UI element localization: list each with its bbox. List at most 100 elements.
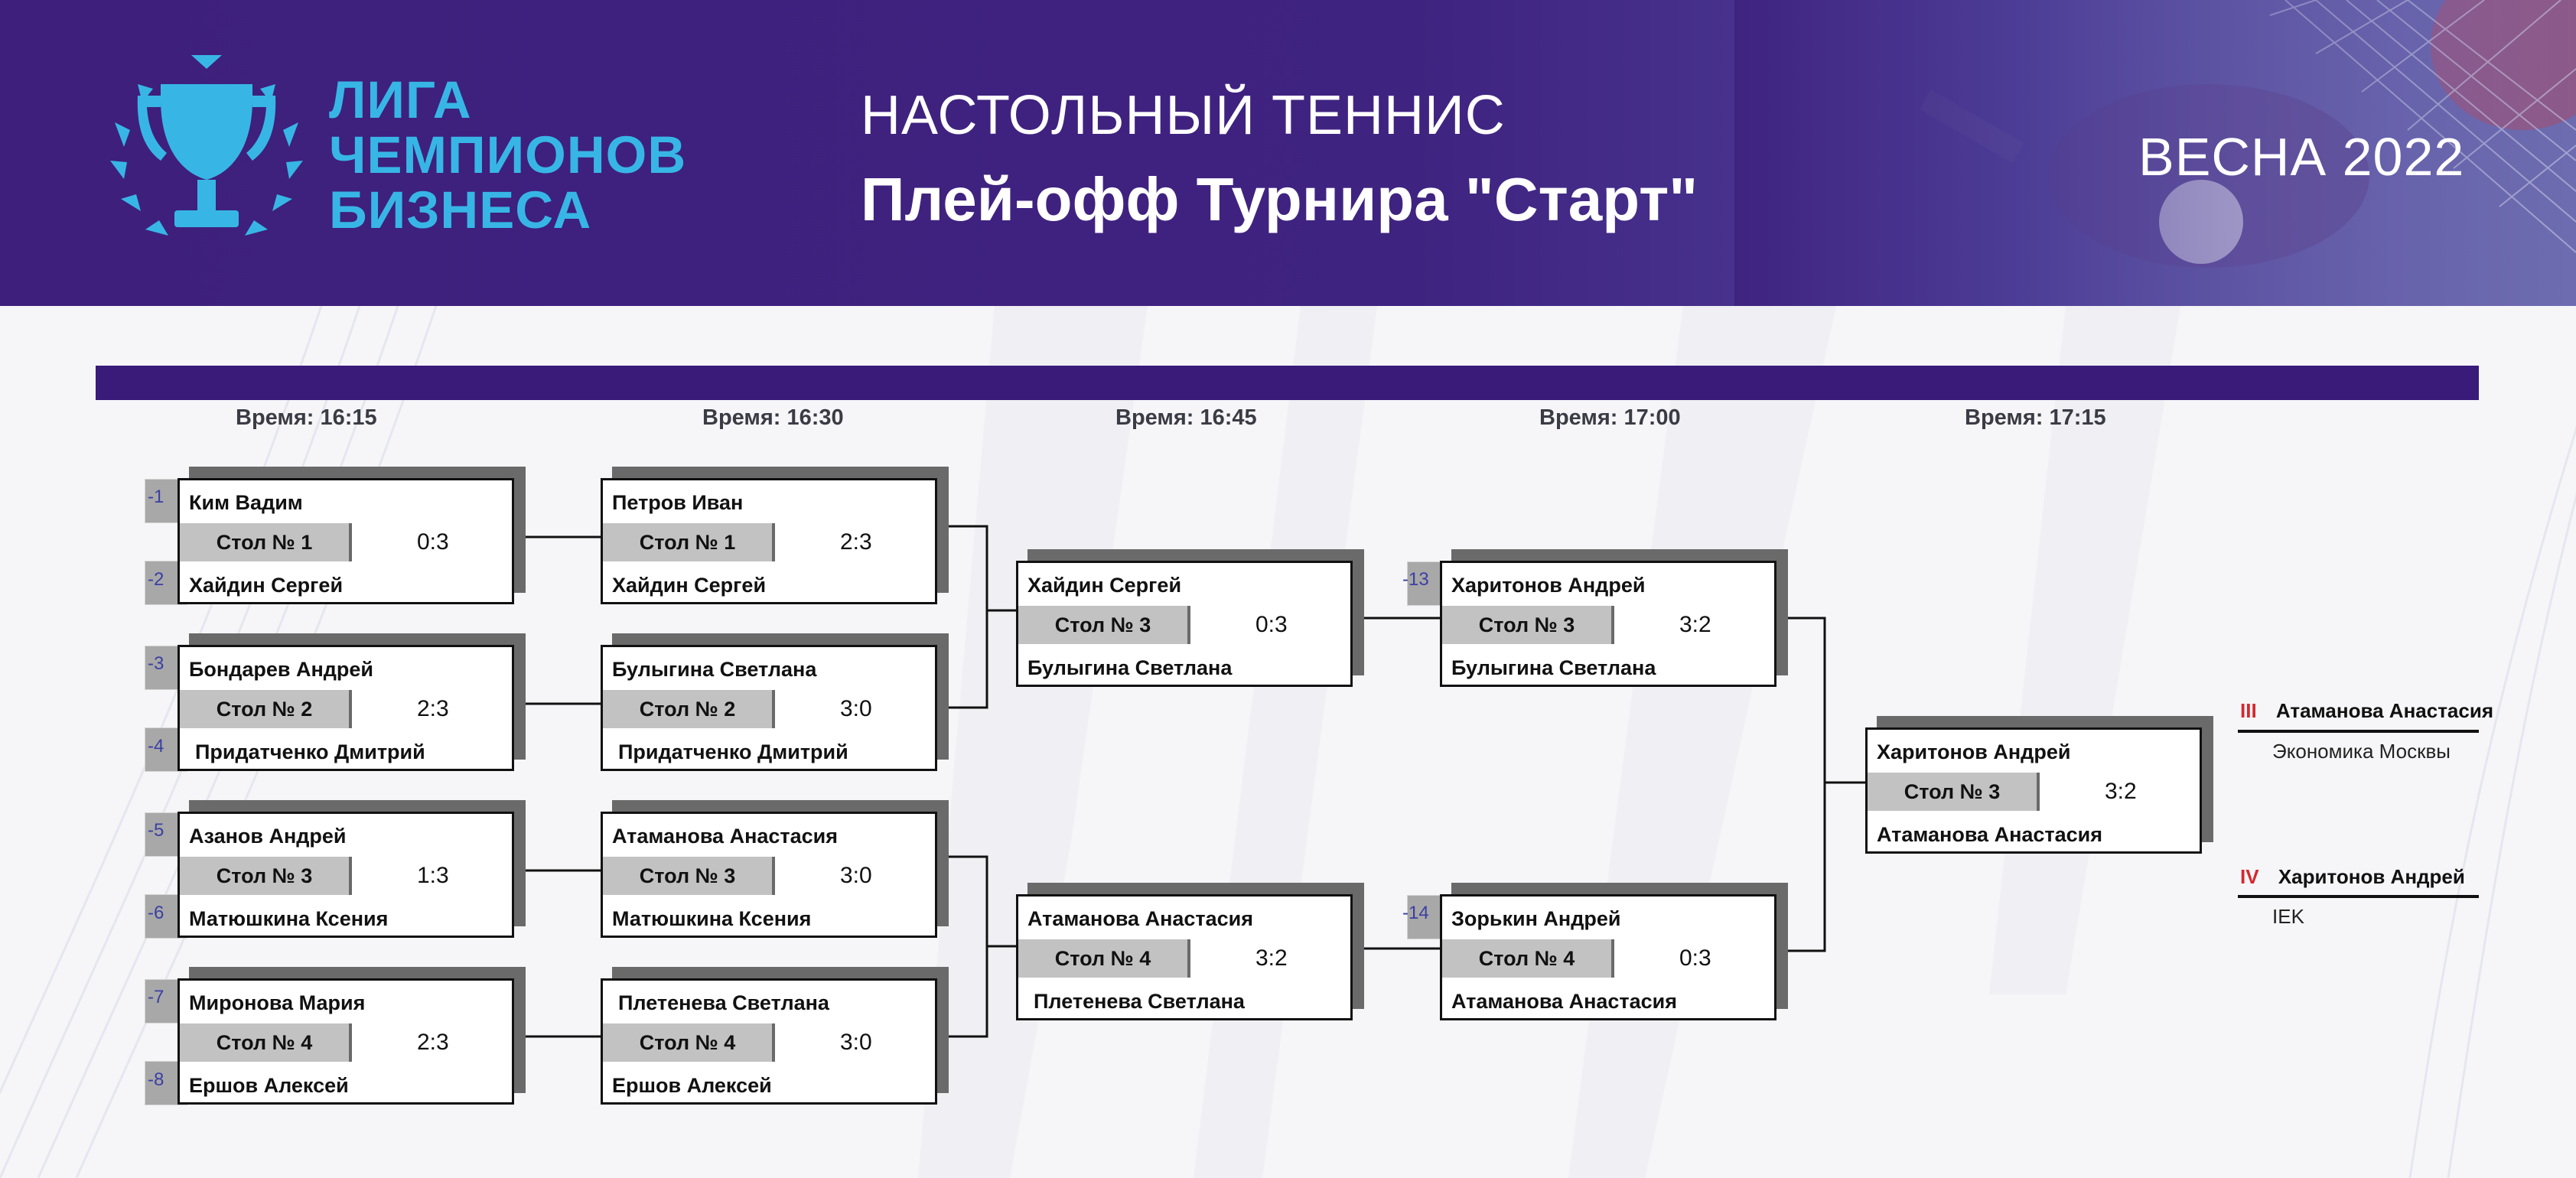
player-1-name: Харитонов Андрей: [1877, 740, 2071, 763]
place-3-name: Атаманова Анастасия: [2275, 699, 2494, 722]
match-score: 3:0: [840, 863, 872, 888]
table-label: Стол № 4: [1018, 939, 1190, 978]
player-1-name: Петров Иван: [612, 491, 744, 514]
match-r5-1: Харитонов Андрей Стол № 3 3:2 Атаманова …: [1865, 716, 2213, 854]
match-score: 2:3: [417, 696, 449, 721]
player-2-name: Хайдин Сергей: [612, 574, 767, 597]
table-label: Стол № 3: [603, 857, 775, 895]
player-1-name: Бондарев Андрей: [189, 658, 374, 681]
player-1-name: Булыгина Светлана: [612, 658, 817, 681]
player-2-name: Хайдин Сергей: [189, 574, 344, 597]
seed-number: -13: [1402, 569, 1429, 590]
tournament-title: Плей-офф Турнира "Старт": [861, 165, 1698, 233]
table-tennis-photo: [1734, 0, 2576, 306]
table-label: Стол № 4: [180, 1023, 352, 1062]
match-score: 3:2: [2105, 779, 2137, 804]
player-1-name: Азанов Андрей: [189, 825, 347, 848]
table-label: Стол № 3: [1868, 773, 2040, 811]
seed-number: -5: [148, 820, 164, 841]
match-score: 0:3: [1679, 945, 1711, 971]
match-score: 3:0: [840, 696, 872, 721]
match-r4-1: -13 Харитонов Андрей Стол № 3 3:2 Булыги…: [1402, 549, 1788, 687]
match-box: Плетенева Светлана Стол № 4 3:0 Ершов Ал…: [601, 978, 937, 1105]
seed-number: -4: [148, 736, 164, 757]
round-3-time: Время: 16:45: [1115, 405, 1257, 430]
seed-number: -14: [1402, 903, 1429, 923]
place-4-org: IEK: [2272, 905, 2304, 928]
match-box: Атаманова Анастасия Стол № 4 3:2 Плетене…: [1016, 894, 1353, 1020]
match-score: 3:0: [840, 1030, 872, 1055]
table-label: Стол № 1: [180, 523, 352, 561]
match-box: -13 Харитонов Андрей Стол № 3 3:2 Булыги…: [1402, 561, 1776, 687]
match-score: 0:3: [417, 529, 449, 555]
player-1-name: Миронова Мария: [189, 991, 366, 1014]
match-box: Хайдин Сергей Стол № 3 0:3 Булыгина Свет…: [1016, 561, 1353, 687]
trophy-logo-icon: [110, 55, 303, 236]
table-label: Стол № 3: [1442, 606, 1614, 644]
place-3-org: Экономика Москвы: [2272, 740, 2451, 763]
place-4-name: Харитонов Андрей: [2278, 865, 2465, 888]
place-4-entry: IV Харитонов Андрей: [2240, 865, 2496, 889]
match-box: -14 Зорькин Андрей Стол № 4 0:3 Атаманов…: [1402, 894, 1776, 1020]
match-r1-2: -3 -4 Бондарев Андрей Стол № 2 2:3 Прида…: [145, 633, 526, 772]
place-4-rank: IV: [2240, 865, 2259, 888]
table-label: Стол № 1: [603, 523, 775, 561]
match-r1-3: -5 -6 Азанов Андрей Стол № 3 1:3 Матюшки…: [145, 800, 526, 939]
player-1-name: Харитонов Андрей: [1451, 574, 1646, 597]
player-2-name: Придатченко Дмитрий: [618, 740, 848, 763]
match-score: 0:3: [1255, 612, 1288, 637]
match-score: 3:2: [1679, 612, 1711, 637]
match-r2-4: Плетенева Светлана Стол № 4 3:0 Ершов Ал…: [601, 967, 949, 1105]
player-2-name: Ершов Алексей: [612, 1074, 772, 1097]
place-3-entry: III Атаманова Анастасия: [2240, 699, 2494, 723]
round-4-time: Время: 17:00: [1539, 405, 1681, 430]
match-score: 3:2: [1255, 945, 1288, 971]
match-r3-1: Хайдин Сергей Стол № 3 0:3 Булыгина Свет…: [1016, 549, 1364, 687]
match-box: Булыгина Светлана Стол № 2 3:0 Придатчен…: [601, 645, 937, 771]
match-box: -5 -6 Азанов Андрей Стол № 3 1:3 Матюшки…: [148, 812, 514, 938]
match-box: Петров Иван Стол № 1 2:3 Хайдин Сергей: [601, 478, 937, 604]
player-1-name: Плетенева Светлана: [618, 991, 829, 1014]
match-box: -1 -2 Ким Вадим Стол № 1 0:3 Хайдин Серг…: [148, 478, 514, 604]
player-1-name: Атаманова Анастасия: [1027, 907, 1254, 930]
header-stripe: [96, 366, 2479, 400]
match-score: 2:3: [840, 529, 872, 555]
seed-number: -2: [148, 569, 164, 590]
match-r3-2: Атаманова Анастасия Стол № 4 3:2 Плетене…: [1016, 883, 1364, 1020]
player-1-name: Ким Вадим: [189, 491, 303, 514]
match-box: Харитонов Андрей Стол № 3 3:2 Атаманова …: [1865, 727, 2202, 854]
table-label: Стол № 2: [180, 690, 352, 728]
match-r2-2: Булыгина Светлана Стол № 2 3:0 Придатчен…: [601, 633, 949, 771]
player-2-name: Придатченко Дмитрий: [195, 740, 425, 763]
match-r2-1: Петров Иван Стол № 1 2:3 Хайдин Сергей: [601, 467, 949, 604]
league-logo-text: ЛИГА ЧЕМПИОНОВ БИЗНЕСА: [329, 70, 687, 239]
match-score: 2:3: [417, 1030, 449, 1055]
player-2-name: Атаманова Анастасия: [1451, 990, 1678, 1013]
player-2-name: Ершов Алексей: [189, 1074, 349, 1097]
player-1-name: Атаманова Анастасия: [612, 825, 839, 848]
table-label: Стол № 4: [603, 1023, 775, 1062]
seed-number: -6: [148, 903, 164, 923]
match-r1-4: -7 -8 Миронова Мария Стол № 4 2:3 Ершов …: [145, 967, 526, 1105]
sport-title: НАСТОЛЬНЫЙ ТЕННИС: [861, 85, 1506, 146]
match-r4-2: -14 Зорькин Андрей Стол № 4 0:3 Атаманов…: [1402, 883, 1788, 1020]
match-box: Атаманова Анастасия Стол № 3 3:0 Матюшки…: [601, 812, 937, 938]
round-2-time: Время: 16:30: [702, 405, 844, 430]
player-1-name: Хайдин Сергей: [1027, 574, 1182, 597]
match-r1-1: -1 -2 Ким Вадим Стол № 1 0:3 Хайдин Серг…: [145, 467, 526, 605]
match-score: 1:3: [417, 863, 449, 888]
player-2-name: Булыгина Светлана: [1027, 656, 1233, 679]
header-banner: ЛИГА ЧЕМПИОНОВ БИЗНЕСА НАСТОЛЬНЫЙ ТЕННИС…: [0, 0, 2576, 306]
table-label: Стол № 3: [1018, 606, 1190, 644]
match-r2-3: Атаманова Анастасия Стол № 3 3:0 Матюшки…: [601, 800, 949, 938]
seed-number: -1: [148, 486, 164, 507]
seed-number: -3: [148, 653, 164, 674]
table-label: Стол № 2: [603, 690, 775, 728]
player-2-name: Плетенева Светлана: [1034, 990, 1245, 1013]
place-3-rank: III: [2240, 699, 2257, 722]
season-label: ВЕСНА 2022: [2138, 127, 2465, 187]
player-2-name: Матюшкина Ксения: [189, 907, 389, 930]
player-2-name: Матюшкина Ксения: [612, 907, 812, 930]
player-1-name: Зорькин Андрей: [1451, 907, 1621, 930]
